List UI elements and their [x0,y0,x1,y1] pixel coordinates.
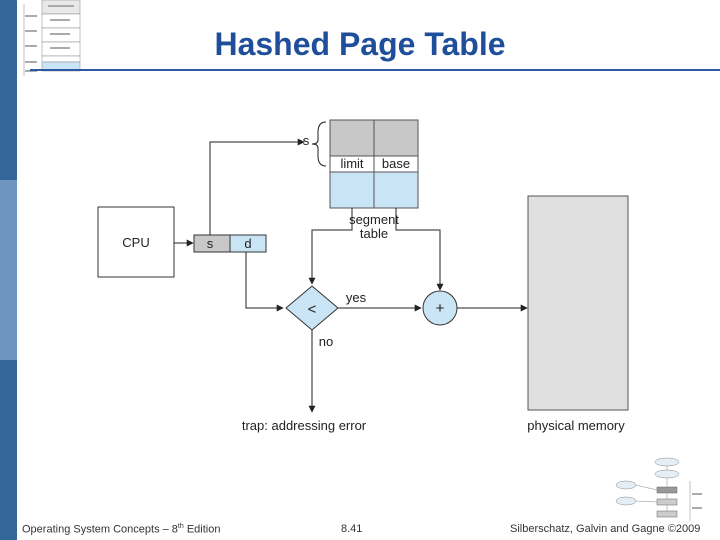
thumbnail-previous-slide [20,0,90,78]
segment-table: limit base [329,119,419,209]
page-title: Hashed Page Table [214,26,506,62]
cpu-label: CPU [122,235,149,250]
footer-left-superscript: th [177,523,184,530]
footer-right: Silberschatz, Galvin and Gagne ©2009 [510,523,701,535]
physical-memory-label: physical memory [527,418,625,433]
yes-label: yes [346,290,367,305]
address-d-label: d [244,236,251,251]
footer-left: Operating System Concepts – 8th Edition [22,523,220,536]
segment-s-label: s [303,133,310,148]
no-label: no [319,334,333,349]
address-s-label: s [207,236,214,251]
segmentation-hardware-diagram: limit base segment table s CPU s d < yes… [97,119,629,433]
column-base-label: base [382,156,410,171]
segment-table-label-line1: segment [349,212,399,227]
cpu-box [97,206,175,278]
footer-page-number: 8.41 [341,523,363,535]
arrow-s-to-table [209,138,305,235]
sidebar-segment [0,180,17,360]
arrow-base-to-adder [395,208,444,291]
left-sidebar [0,0,17,540]
footer-left-text: Operating System Concepts – 8 [22,523,178,536]
column-limit-label: limit [340,156,363,171]
thumbnail-flowchart [612,455,718,527]
adder-symbol: + [436,300,445,317]
arrow-d-to-compare [245,252,284,312]
address-d-field [229,234,267,253]
footer-left-edition: Edition [183,523,221,536]
segment-table-label-line2: table [360,226,388,241]
physical-memory-box [527,195,629,411]
arrow-limit-to-compare [308,208,353,285]
segment-brace [311,121,327,167]
compare-symbol: < [308,301,317,318]
title-divider [30,69,720,71]
trap-label: trap: addressing error [242,418,367,433]
